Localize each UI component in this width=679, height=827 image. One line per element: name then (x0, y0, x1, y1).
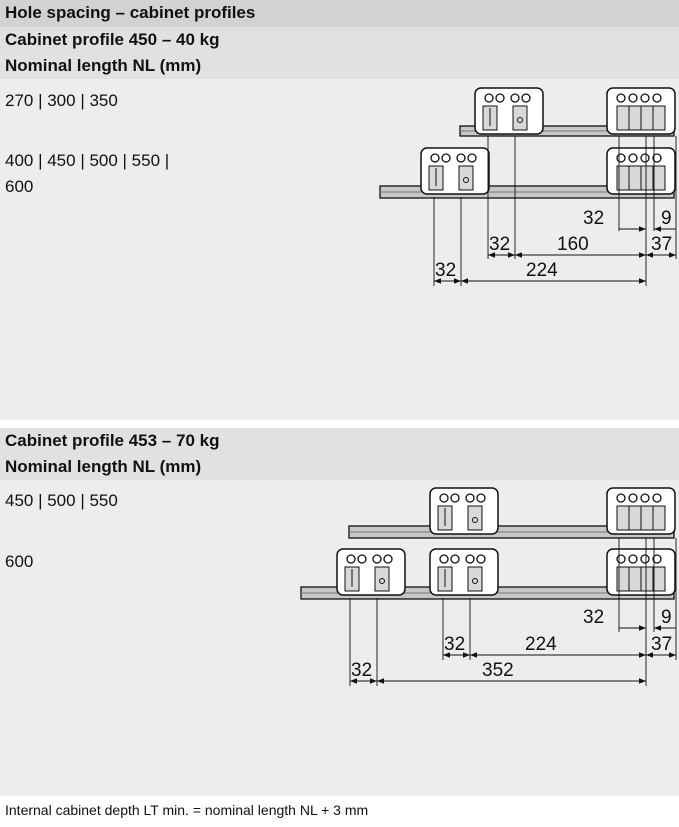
bracket-rear-bottom (606, 548, 676, 596)
bracket-front-bottom (420, 147, 490, 195)
section1-heading: Cabinet profile 450 – 40 kg Nominal leng… (0, 27, 679, 79)
bracket-rear-top (606, 87, 676, 135)
dim-224: 224 (525, 634, 557, 655)
bracket-front-bottom (336, 548, 406, 596)
section-gap (0, 420, 679, 428)
section1-row2-line1: 400 | 450 | 500 | 550 | (5, 151, 170, 170)
dim-352: 352 (482, 660, 514, 681)
page-title: Hole spacing – cabinet profiles (0, 0, 679, 27)
section2-panel: 450 | 500 | 550 600 (0, 480, 679, 796)
footer-note: Internal cabinet depth LT min. = nominal… (5, 802, 369, 818)
section2-row2-lengths: 600 (5, 552, 34, 571)
dim-160: 160 (557, 234, 589, 255)
dim-37: 37 (651, 234, 672, 255)
section2-row1-lengths: 450 | 500 | 550 (5, 491, 118, 510)
bracket-rear-bottom (606, 147, 676, 195)
section1-row2-lengths: 400 | 450 | 500 | 550 | 600 (5, 148, 169, 200)
dim-32-front: 32 (351, 660, 372, 681)
dim-32-rear: 32 (583, 607, 604, 628)
section2-heading: Cabinet profile 453 – 70 kg Nominal leng… (0, 428, 679, 480)
bracket-middle-bottom (429, 548, 499, 596)
section1-row1-lengths: 270 | 300 | 350 (5, 91, 118, 110)
section2-profile: Cabinet profile 453 – 70 kg (5, 431, 220, 450)
section1-drawing: 32 9 32 160 37 32 224 (379, 87, 677, 286)
section2-nominal: Nominal length NL (mm) (5, 457, 202, 476)
dim-32-front: 32 (435, 260, 456, 281)
dim-32-mid: 32 (489, 234, 510, 255)
section1-panel: 270 | 300 | 350 400 | 450 | 500 | 550 | … (0, 79, 679, 420)
dim-32-mid: 32 (444, 634, 465, 655)
section1-nominal: Nominal length NL (mm) (5, 56, 202, 75)
dim-9: 9 (661, 208, 672, 229)
dim-9: 9 (661, 607, 672, 628)
bracket-front-top (429, 487, 499, 535)
dim-32-rear: 32 (583, 208, 604, 229)
dim-37: 37 (651, 634, 672, 655)
bracket-front-top (474, 87, 544, 135)
bracket-rear-top (606, 487, 676, 535)
section1-profile: Cabinet profile 450 – 40 kg (5, 30, 220, 49)
section1-row2-line2: 600 (5, 177, 34, 196)
section2-drawing: 32 9 32 224 37 32 352 (300, 487, 677, 686)
dim-224: 224 (526, 260, 558, 281)
